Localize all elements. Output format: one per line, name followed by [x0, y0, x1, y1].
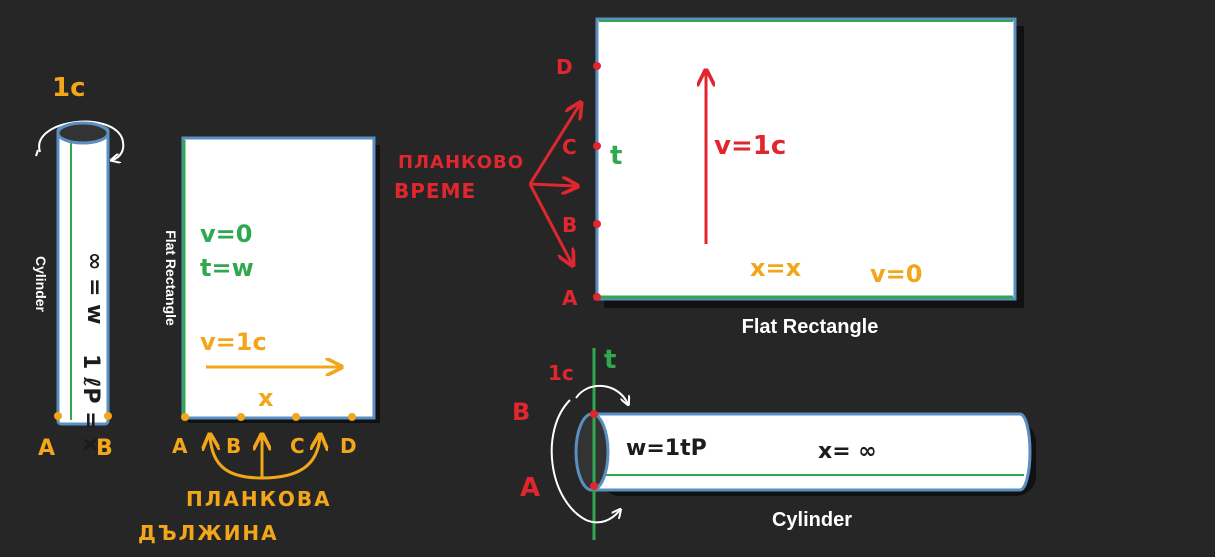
left-rectangle-x-label: x — [258, 384, 274, 412]
left-cylinder-point-b: B — [96, 436, 113, 461]
right-rectangle-point-c: C — [562, 135, 577, 159]
right-cylinder-rotation: 1c — [548, 361, 574, 385]
right-rectangle-dot-b — [593, 220, 601, 228]
left-cylinder: 1c ∞ = w 1 ℓP = x A B Cylinder — [33, 73, 125, 461]
left-cylinder-top — [56, 121, 110, 145]
left-cylinder-point-a-dot — [54, 412, 62, 420]
right-cylinder-end — [574, 412, 610, 492]
left-rectangle-point-c: C — [290, 434, 305, 458]
right-cylinder-w-label: w=1tP — [626, 436, 707, 461]
planck-length-line1: ПЛАНКОВА — [186, 487, 332, 511]
planck-time-line2: ВРЕМЕ — [394, 179, 476, 203]
right-cylinder-x-label: x= ∞ — [818, 439, 877, 464]
right-rectangle-dot-a — [593, 293, 601, 301]
right-rectangle-caption: Flat Rectangle — [742, 316, 879, 338]
left-rectangle-dot-b — [237, 413, 245, 421]
left-rectangle-caption: Flat Rectangle — [163, 230, 179, 326]
left-rectangle-dot-d — [348, 413, 356, 421]
right-rectangle-v-space: v=0 — [870, 260, 922, 288]
right-rectangle-v-time: v=1c — [714, 131, 786, 161]
left-cylinder-caption: Cylinder — [33, 256, 49, 313]
left-cylinder-w-label: ∞ = w — [82, 252, 107, 324]
left-cylinder-point-a: A — [38, 436, 55, 461]
left-rectangle-v-space: v=1c — [200, 328, 267, 356]
left-rectangle-dot-a — [181, 413, 189, 421]
right-rectangle-x-label: x=x — [750, 254, 802, 282]
right-rectangle-dot-d — [593, 62, 601, 70]
planck-length-line2: ДЪЛЖИНА — [138, 521, 279, 545]
planck-time-line1: ПЛАНКОВО — [398, 152, 524, 173]
left-cylinder-x-label: 1 ℓP = x — [78, 354, 103, 451]
left-rectangle-point-b: B — [226, 434, 241, 458]
left-cylinder-rotation-arrow — [38, 120, 125, 160]
right-cylinder-rotation-arrow-bottom — [550, 399, 620, 524]
right-cylinder-dot-b — [590, 410, 598, 418]
right-cylinder-point-a: A — [520, 473, 540, 503]
right-cylinder-rotation-arrow-top — [575, 384, 628, 404]
left-rectangle: Flat Rectangle v=0 t=w v=1c x A B C D ПЛ… — [138, 136, 380, 545]
right-cylinder: t 1c B A w=1tP x= ∞ Cylinder — [512, 345, 1036, 540]
left-rectangle-point-d: D — [340, 434, 357, 458]
left-rectangle-v-time: v=0 — [200, 220, 252, 248]
left-rectangle-t-w: t=w — [200, 254, 254, 282]
right-cylinder-body — [590, 412, 1032, 492]
planck-time-arrows — [528, 104, 580, 264]
right-cylinder-dot-a — [590, 482, 598, 490]
right-rectangle-dot-c — [593, 142, 601, 150]
left-cylinder-point-b-dot — [104, 412, 112, 420]
right-rectangle-point-d: D — [556, 55, 573, 79]
right-rectangle-body — [595, 17, 1017, 301]
right-cylinder-caption: Cylinder — [772, 509, 852, 531]
right-rectangle-point-a: A — [562, 286, 578, 310]
right-rectangle-t-label: t — [610, 141, 622, 171]
planck-length-arrows — [210, 436, 320, 480]
left-cylinder-rotation: 1c — [52, 73, 86, 103]
left-rectangle-dot-c — [292, 413, 300, 421]
right-rectangle: D C B A t v=1c x=x v=0 ПЛАНКОВО ВРЕМЕ Fl… — [394, 17, 1024, 338]
right-cylinder-t-label: t — [604, 345, 616, 375]
right-rectangle-point-b: B — [562, 213, 577, 237]
right-cylinder-point-b: B — [512, 398, 530, 426]
left-rectangle-point-a: A — [172, 434, 188, 458]
